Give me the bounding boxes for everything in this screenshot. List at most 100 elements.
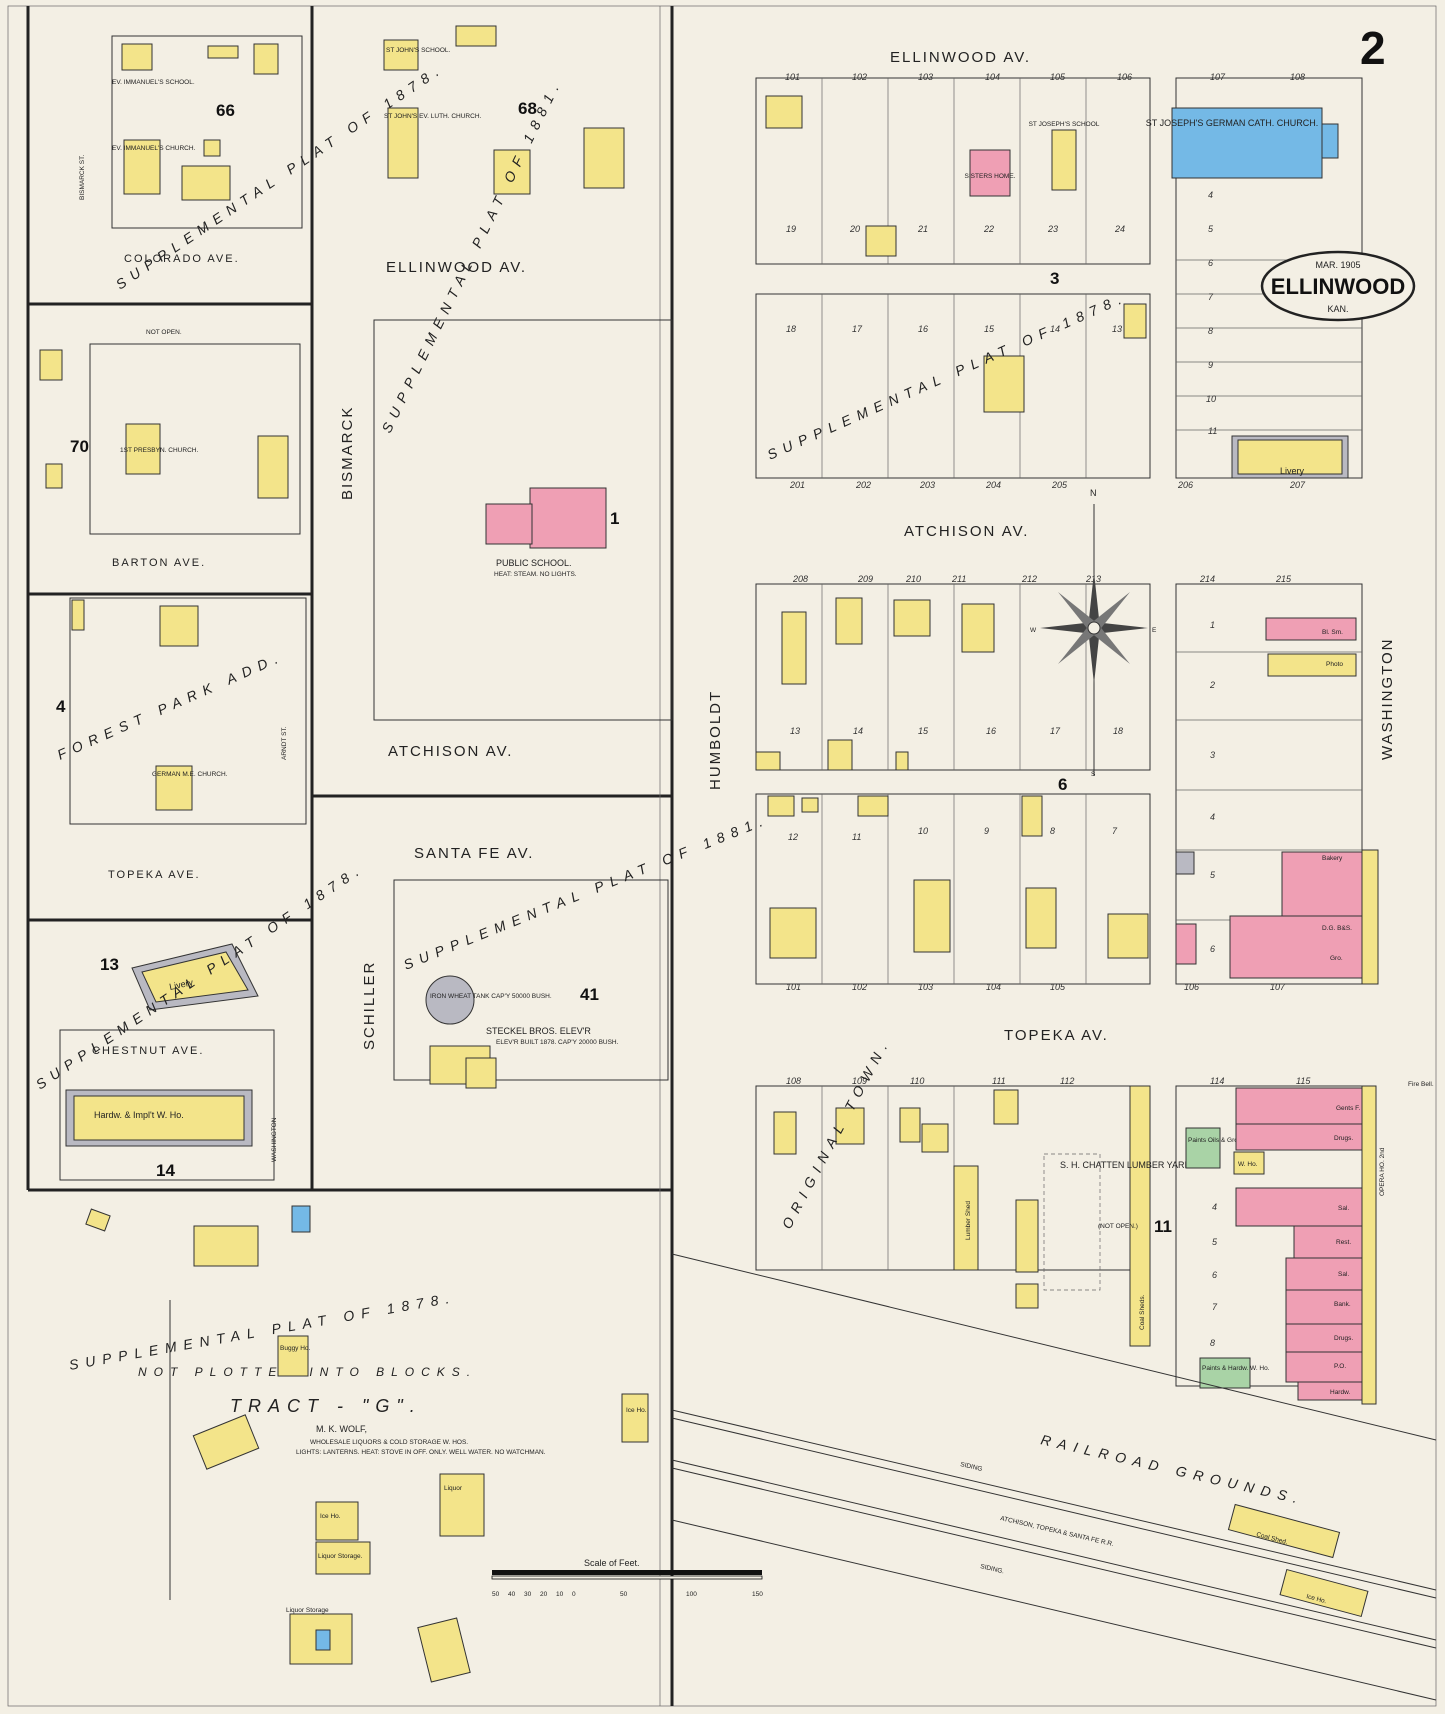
town-name: ELLINWOOD (1271, 274, 1405, 299)
lumber-yard (1043, 1153, 1101, 1291)
svg-text:202: 202 (855, 480, 871, 490)
outbuilding (193, 1225, 259, 1267)
svg-text:101: 101 (785, 72, 800, 82)
block-outline (393, 879, 669, 1081)
liquor-storage (315, 1541, 371, 1575)
drugs-store (1235, 1123, 1363, 1151)
mk-wolf-label: M. K. WOLF, (316, 1424, 367, 1434)
block-66: 66 (216, 101, 235, 120)
svg-text:101: 101 (786, 982, 801, 992)
st-josephs-school (1051, 129, 1077, 191)
sisters-home (969, 149, 1011, 197)
svg-text:18: 18 (786, 324, 796, 334)
svg-text:17: 17 (1050, 726, 1061, 736)
dwelling (257, 435, 289, 499)
svg-text:108: 108 (786, 1076, 801, 1086)
storage-shed (417, 1617, 471, 1683)
german-me-church (155, 765, 193, 811)
st-johns-church (387, 107, 419, 179)
compass-s: S (1091, 771, 1096, 778)
sheet-border (7, 5, 1437, 1707)
warehouse (1233, 1151, 1265, 1175)
svg-text:102: 102 (852, 72, 867, 82)
hardw-label: Hardw. (1330, 1389, 1350, 1396)
svg-text:7: 7 (1112, 826, 1118, 836)
st-josephs-church (1171, 107, 1323, 179)
ellinwood-av-w-label: ELLINWOOD AV. (386, 259, 527, 276)
svg-text:2: 2 (1209, 680, 1215, 690)
svg-text:112: 112 (1060, 1076, 1074, 1086)
dry-goods-store (1229, 915, 1363, 979)
svg-text:106: 106 (1117, 72, 1132, 82)
svg-text:107: 107 (1270, 982, 1286, 992)
paints-label: Paints & Hardw. W. Ho. (1202, 1365, 1270, 1372)
public-school (529, 487, 607, 549)
svg-text:14: 14 (853, 726, 863, 736)
st-josephs-school-label: ST JOSEPH'S SCHOOL (1029, 121, 1100, 128)
svg-text:5: 5 (1212, 1237, 1218, 1247)
svg-text:110: 110 (910, 1076, 924, 1086)
atchison-av-label: ATCHISON AV. (904, 523, 1029, 540)
drugs-label: Drugs. (1334, 1135, 1353, 1142)
railroad-tracks (671, 1253, 1437, 1701)
ice-house (1279, 1568, 1369, 1618)
svg-text:208: 208 (792, 574, 808, 584)
livery-inner (141, 951, 249, 1003)
dwelling (159, 605, 199, 647)
block-13: 13 (100, 955, 119, 974)
hotel-house (291, 1205, 311, 1233)
block-outline (111, 35, 303, 229)
svg-text:108: 108 (1290, 72, 1305, 82)
svg-text:5: 5 (1210, 870, 1216, 880)
block-outline (1175, 583, 1363, 985)
svg-text:107: 107 (1210, 72, 1226, 82)
dwelling (493, 149, 531, 195)
scale-bar: Scale of Feet. 50 40 30 20 10 0 50 100 1… (491, 1558, 763, 1598)
topeka-ave-label: TOPEKA AVE. (108, 869, 201, 881)
blacksmith-shop (1265, 617, 1357, 641)
german-me-label: GERMAN M.E. CHURCH. (152, 771, 228, 778)
hardware-warehouse-inner (73, 1095, 245, 1141)
svg-text:213: 213 (1085, 574, 1101, 584)
dwelling (893, 599, 931, 637)
svg-text:6: 6 (1210, 944, 1215, 954)
lime-house (1015, 1283, 1039, 1309)
svg-text:105: 105 (1050, 72, 1066, 82)
outbuilding (1123, 303, 1147, 339)
photo-label: Photo (1326, 661, 1343, 668)
hardw-left-label: Hardw. & Impl't W. Ho. (94, 1110, 184, 1120)
svg-text:23: 23 (1047, 224, 1058, 234)
outbuilding (827, 739, 853, 771)
opera-label: OPERA HO. 2nd (1379, 1147, 1386, 1196)
block-14: 14 (156, 1161, 175, 1180)
svg-text:210: 210 (905, 574, 921, 584)
svg-text:4: 4 (1208, 190, 1213, 200)
siding-label: SIDING (960, 1461, 983, 1473)
st-johns-school-label: ST JOHN'S SCHOOL. (386, 47, 451, 54)
church-spire (1321, 123, 1339, 159)
block-3: 3 (1050, 269, 1059, 288)
gro-label: Gro. (1330, 955, 1343, 962)
photo-studio (1267, 653, 1357, 677)
dwelling (765, 95, 803, 129)
ev-immanuels-church-label: EV. IMMANUEL'S CHURCH. (112, 145, 196, 152)
dwelling (781, 611, 807, 685)
storage-building (192, 1414, 260, 1470)
svg-text:215: 215 (1275, 574, 1292, 584)
svg-text:10: 10 (1206, 394, 1216, 404)
block-6: 6 (1058, 775, 1067, 794)
restaurant-label: Rest. (1336, 1239, 1351, 1246)
outbuilding (1021, 795, 1043, 837)
lumber-shed-2 (1015, 1199, 1039, 1273)
block-outline (755, 77, 1151, 265)
scale-tick: 50 (620, 1591, 628, 1598)
paints-oils-warehouse (1185, 1127, 1221, 1169)
svg-text:16: 16 (986, 726, 996, 736)
svg-text:115: 115 (1296, 1076, 1311, 1086)
liquor-label: Liquor (444, 1485, 463, 1492)
block-outline (755, 793, 1151, 985)
svg-text:9: 9 (1208, 360, 1213, 370)
block-outline (755, 293, 1151, 479)
ev-immanuels-school-label: EV. IMMANUEL'S SCHOOL. (112, 79, 195, 86)
